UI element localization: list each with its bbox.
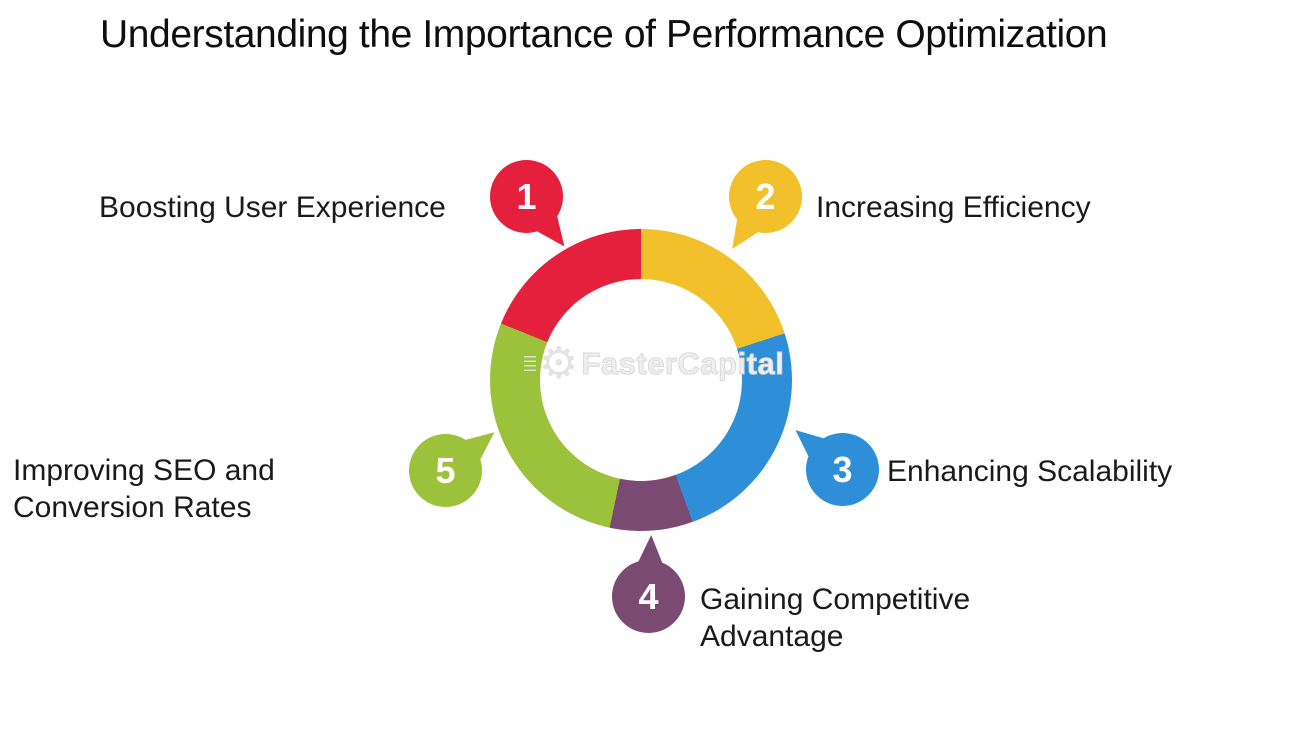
label-increasing-efficiency: Increasing Efficiency: [816, 191, 1091, 224]
bubble-4-tail: [635, 534, 666, 569]
label-improving-seo-and-conversion-rates: Improving SEO and Conversion Rates: [13, 454, 275, 524]
bubble-5-number: 5: [435, 449, 456, 491]
bubble-2: 2: [729, 160, 802, 233]
page-title: Understanding the Importance of Performa…: [100, 13, 1108, 56]
bubble-2-number: 2: [755, 175, 776, 217]
donut-chart: [490, 229, 792, 531]
bubble-1: 1: [490, 160, 563, 233]
label-enhancing-scalability: Enhancing Scalability: [887, 455, 1173, 488]
label-gaining-competitive-advantage: Gaining Competitive Advantage: [700, 583, 971, 653]
label-boosting-user-experience: Boosting User Experience: [99, 191, 446, 224]
bubble-5: 5: [409, 434, 482, 507]
bubble-2-tail: [719, 212, 763, 257]
bubble-3: 3: [806, 433, 879, 506]
bubble-4-number: 4: [638, 575, 659, 617]
bubble-1-number: 1: [516, 175, 537, 217]
bubble-3-number: 3: [832, 448, 853, 490]
donut-hole: [540, 279, 742, 481]
bubble-4: 4: [612, 560, 685, 633]
bubble-3-tail: [785, 418, 830, 463]
